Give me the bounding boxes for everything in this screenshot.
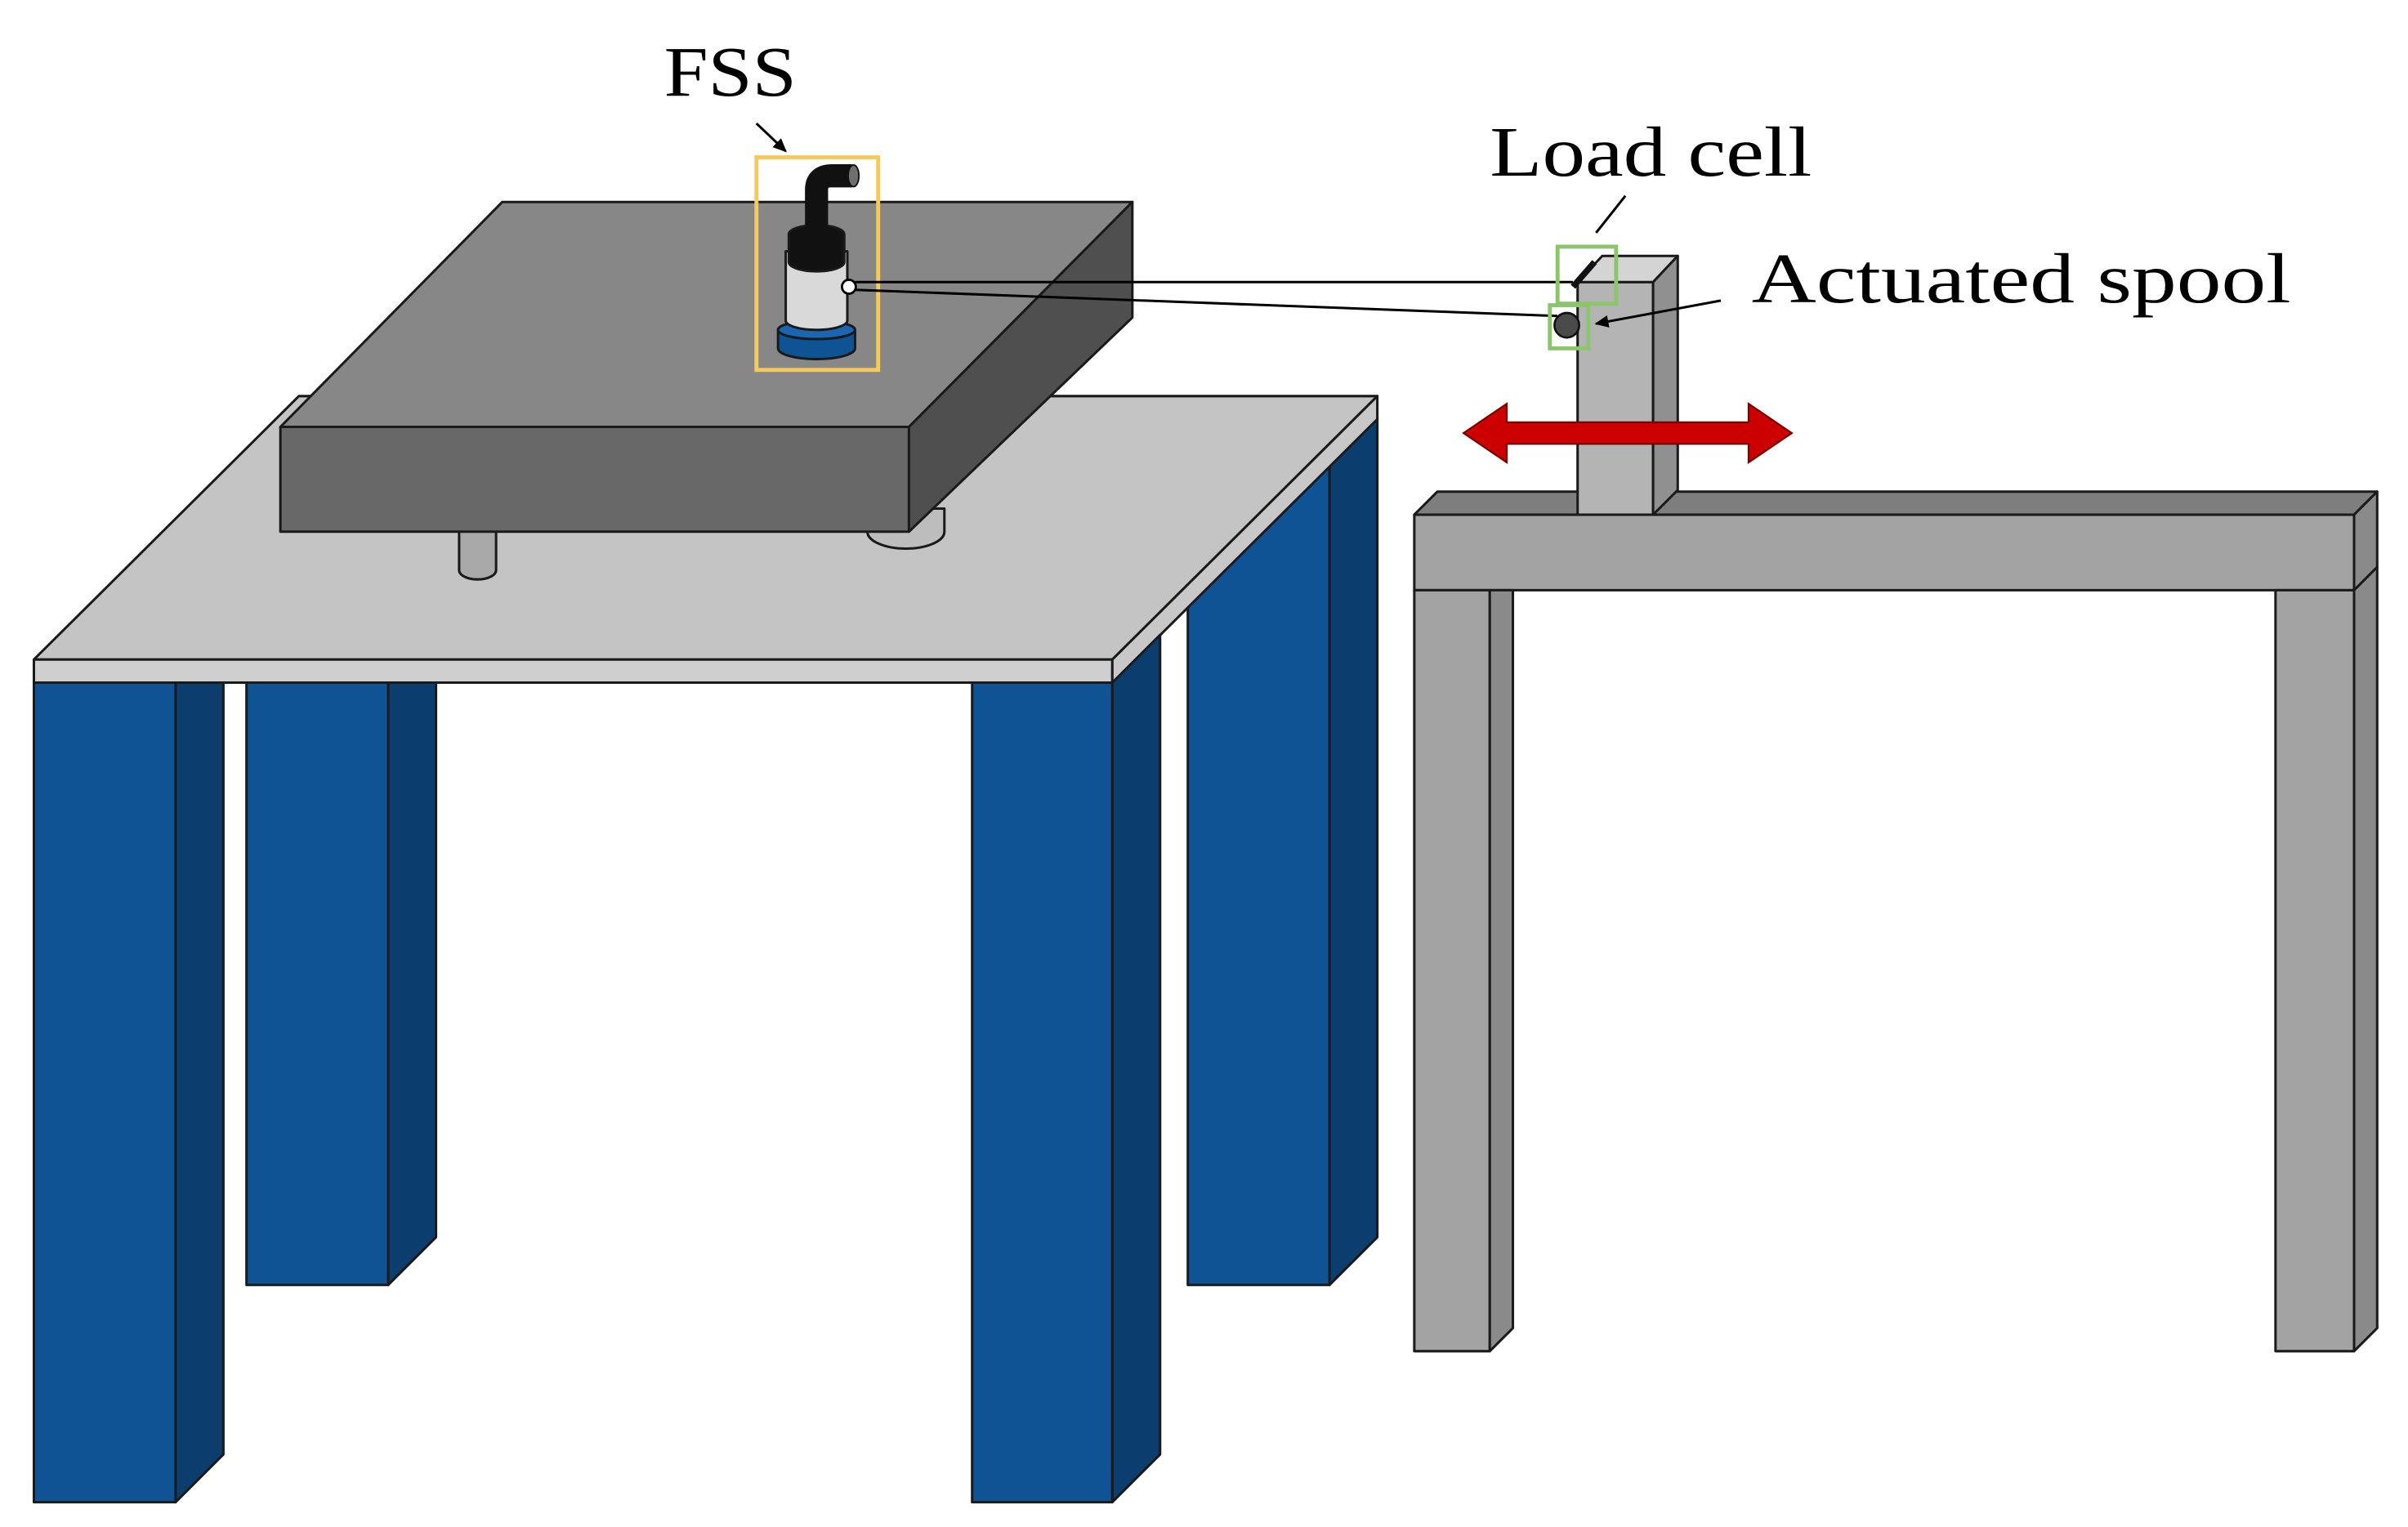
table	[32, 395, 1379, 1504]
load-cell-body	[1570, 260, 1597, 289]
fss-highlight-box	[754, 155, 881, 373]
tether-lines	[855, 280, 1574, 318]
leg-side-face	[1488, 588, 1515, 1353]
actuator-column	[1576, 254, 1679, 516]
leg-front-face	[32, 681, 177, 1504]
platform-block	[279, 200, 1134, 581]
block-front-face	[279, 426, 910, 534]
column-side-face	[1651, 254, 1679, 516]
frame-beam-top-face	[1413, 490, 2379, 516]
fss-attachment-point	[840, 279, 857, 295]
label-fss: FSS	[664, 33, 797, 111]
table-top-side-edge	[1110, 395, 1379, 685]
label-fss-leader	[755, 122, 787, 153]
block-side-face	[907, 200, 1134, 534]
fss-sensor	[754, 155, 881, 373]
spool-wheel	[1553, 311, 1580, 339]
leg-front-face	[245, 681, 390, 1287]
table-leg-back-left	[245, 681, 438, 1287]
actuated-spool	[1548, 303, 1591, 350]
label-load-cell-group: Load cell	[1490, 113, 1812, 234]
fss-pipe-end	[847, 164, 860, 188]
fss-cap	[787, 224, 846, 273]
table-leg-front-right	[971, 633, 1162, 1504]
leg-side-face	[386, 681, 438, 1287]
label-actuated-spool-group: Actuated spool	[1594, 239, 2291, 328]
actuator-frame	[1413, 490, 2379, 1353]
frame-leg-left	[1413, 588, 1515, 1353]
leg-side-face	[2352, 565, 2379, 1353]
tether-to-spool	[855, 288, 1558, 318]
table-leg-front-left	[32, 681, 225, 1504]
fss-elbow-pipe	[805, 164, 852, 232]
label-actuated-spool-leader	[1594, 299, 1722, 328]
frame-leg-right	[2274, 565, 2379, 1353]
leg-front-face	[2274, 588, 2356, 1353]
label-fss-group: FSS	[664, 33, 797, 153]
spool-highlight-box	[1548, 303, 1591, 350]
label-load-cell-leader	[1595, 194, 1627, 234]
table-leg-back-right	[1186, 416, 1379, 1287]
leg-side-face	[174, 681, 225, 1504]
table-top-front-edge	[32, 658, 1114, 685]
leg-side-face	[1328, 416, 1379, 1287]
label-actuated-spool: Actuated spool	[1752, 239, 2291, 318]
leg-front-face	[1186, 464, 1331, 1287]
leg-front-face	[1413, 588, 1491, 1353]
frame-beam-front-face	[1413, 513, 2356, 592]
leg-side-face	[1110, 633, 1162, 1504]
motion-double-arrow	[1462, 402, 1794, 465]
label-load-cell: Load cell	[1490, 113, 1812, 191]
leg-front-face	[971, 681, 1114, 1504]
